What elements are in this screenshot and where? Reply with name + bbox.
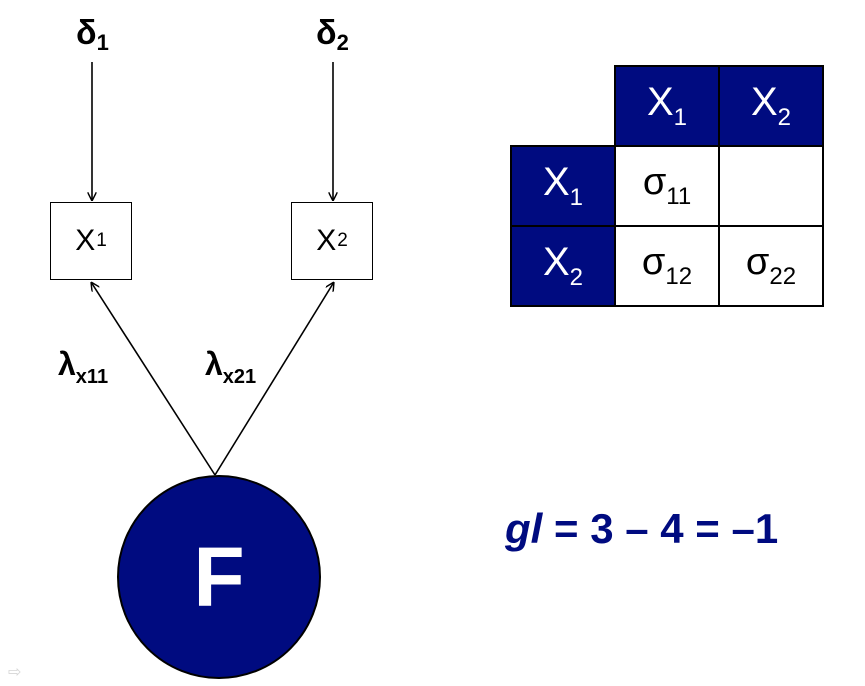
table-row: X1 σ11 <box>510 145 824 227</box>
row-header-1: X1 <box>510 145 616 227</box>
arrow-right-icon[interactable]: ⇨ <box>8 664 22 681</box>
formula-expression: = 3 – 4 = –1 <box>542 505 779 552</box>
row-header-2: X2 <box>510 225 616 307</box>
loading-label-2: λx21 <box>205 346 257 388</box>
matrix-cell-sigma-12: σ12 <box>614 225 720 307</box>
degrees-of-freedom-formula: gl = 3 – 4 = –1 <box>505 505 778 553</box>
table-header-row: X1 X2 <box>511 65 824 147</box>
table-row: X2 σ12 σ22 <box>510 225 824 307</box>
matrix-cell-sigma-22: σ22 <box>718 225 824 307</box>
factor-label: F <box>193 529 245 624</box>
matrix-cell-empty <box>718 145 824 227</box>
column-header-1: X1 <box>614 65 720 147</box>
loading-arrow-1 <box>91 282 216 476</box>
loading-label-1: λx11 <box>58 346 109 388</box>
error-label-2: δ2 <box>316 14 349 55</box>
matrix-cell-sigma-11: σ11 <box>614 145 720 227</box>
formula-variable: gl <box>505 505 543 552</box>
loading-arrow-2 <box>214 282 334 476</box>
error-label-1: δ1 <box>76 14 109 55</box>
column-header-2: X2 <box>718 65 824 147</box>
latent-factor-circle: F <box>117 475 321 679</box>
covariance-matrix: X1 X2 X1 σ11 X2 σ12 σ22 <box>510 65 824 307</box>
matrix-corner <box>511 66 615 146</box>
